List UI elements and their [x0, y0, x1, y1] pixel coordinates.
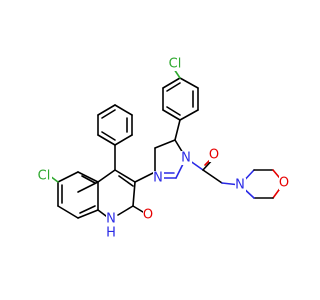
nitrogen-atom-label-pyrazoline-1: N	[181, 151, 191, 166]
chemical-structure: Cl Cl N N O N O O N H	[36, 57, 290, 241]
nitrogen-atom-label-morpholine: N	[235, 178, 245, 193]
chlorine-atom-label-left: Cl	[38, 169, 51, 184]
chlorophenyl-ring	[162, 62, 199, 141]
chlorine-atom-label-top: Cl	[169, 57, 182, 72]
oxygen-atom-label-carbonyl: O	[209, 148, 219, 163]
oxygen-atom-label-morpholine: O	[279, 176, 289, 191]
nitrogen-atom-label-pyrazoline-2: N	[153, 171, 163, 186]
phenyl-ring	[97, 104, 133, 171]
bonds	[49, 62, 285, 220]
hydrogen-atom-label-quinolinone: H	[106, 226, 116, 241]
nitrogen-atom-label-quinolinone: N	[106, 212, 116, 227]
quinolinone-core	[57, 169, 151, 220]
oxygen-atom-label-quinolinone: O	[143, 208, 153, 223]
atom-labels: Cl Cl N N O N O O N H	[36, 57, 290, 241]
